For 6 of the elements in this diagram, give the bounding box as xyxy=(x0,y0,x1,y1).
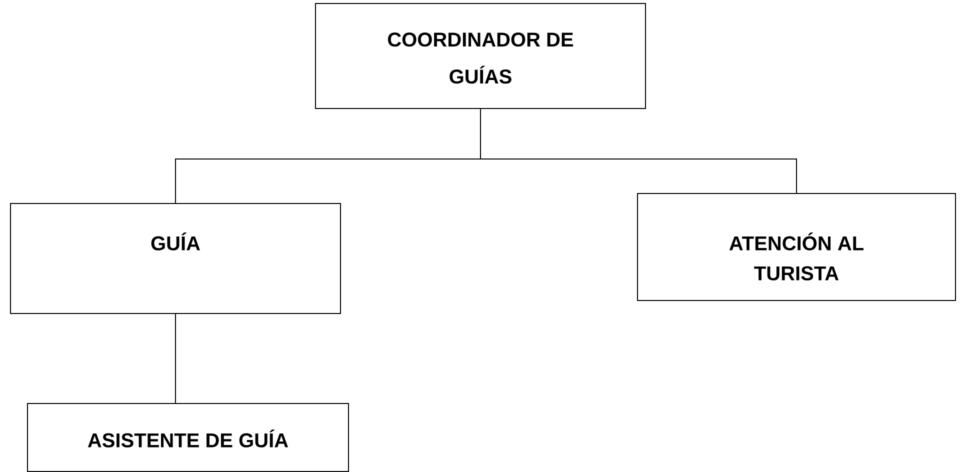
connector-line xyxy=(480,108,797,194)
org-box: ATENCIÓN AL TURISTA xyxy=(637,193,956,301)
org-box: GUÍA xyxy=(10,203,341,314)
connector-line xyxy=(175,314,176,404)
org-box: ASISTENTE DE GUÍA xyxy=(27,403,349,472)
org-box: COORDINADOR DE GUÍAS xyxy=(315,3,646,109)
